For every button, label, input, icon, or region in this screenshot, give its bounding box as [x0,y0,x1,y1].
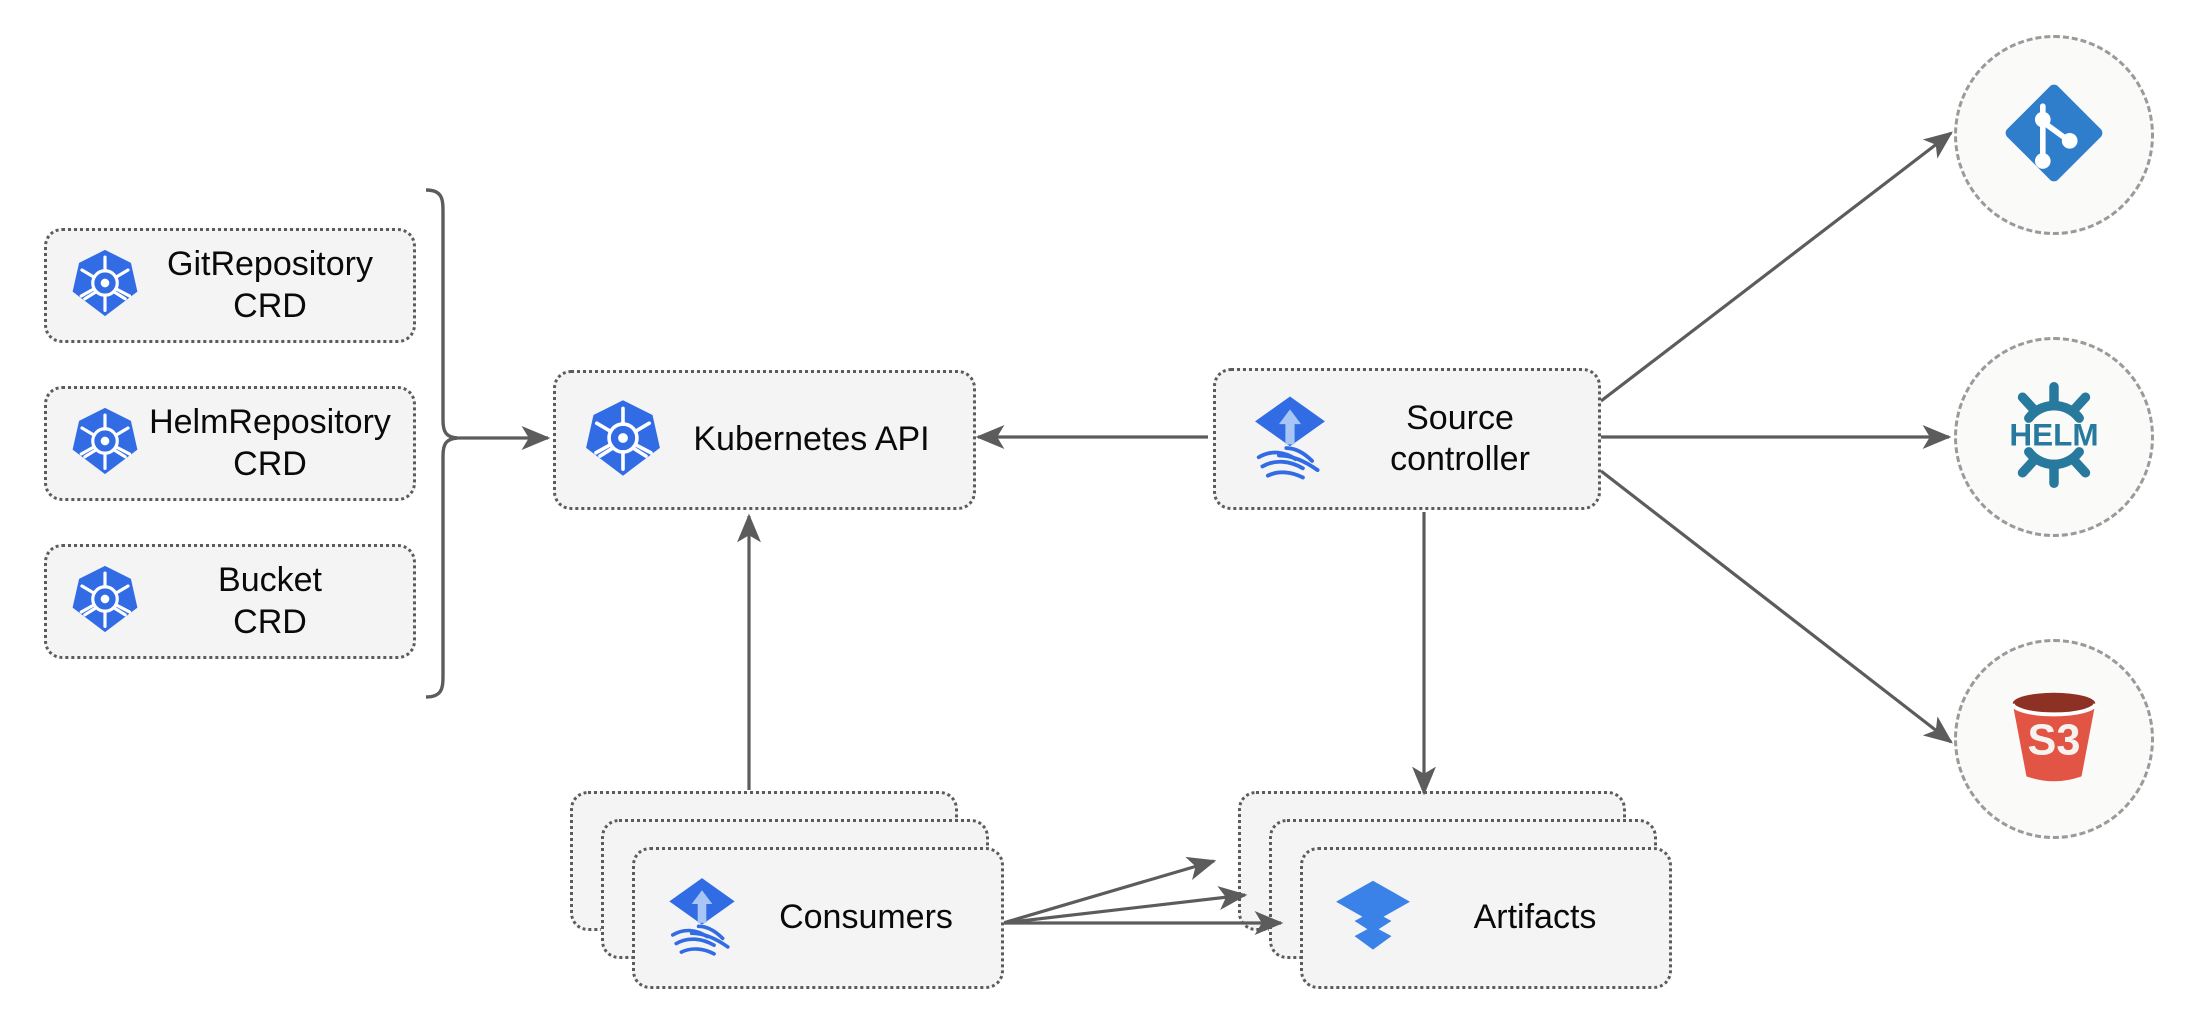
helm-icon: HELM [1991,372,2117,503]
crd-box-helmrepository[interactable]: HelmRepository CRD [44,386,416,501]
consumers-label: Consumers [779,898,953,937]
s3-bucket-icon: S3 [1995,678,2113,801]
s3-wordmark: S3 [2028,716,2081,764]
kubernetes-api-label: Kubernetes API [693,420,930,459]
source-controller-box[interactable]: Source controller [1213,368,1601,510]
edge-consumers-to-artifacts-2 [1002,886,1248,925]
crd-label: GitRepository CRD [167,245,373,325]
kubernetes-icon [69,563,141,640]
artifacts-label: Artifacts [1473,898,1597,937]
edge-consumers-to-artifacts-1 [1002,856,1217,925]
kubernetes-icon [69,247,141,324]
flux-icon [1244,391,1336,488]
flux-icon [659,873,745,964]
artifacts-box[interactable]: Artifacts [1300,847,1672,989]
crd-grouping-bracket [425,188,458,699]
crd-box-gitrepository[interactable]: GitRepository CRD [44,228,416,343]
helm-wordmark: HELM [2009,416,2098,452]
kubernetes-icon [582,397,664,484]
helm-backend-circle[interactable]: HELM [1954,337,2154,537]
crd-label: Bucket CRD [218,561,322,641]
s3-backend-circle[interactable]: S3 [1954,639,2154,839]
edge-source-controller-to-git [1600,131,1953,403]
kubernetes-api-box[interactable]: Kubernetes API [553,370,976,510]
crd-box-bucket[interactable]: Bucket CRD [44,544,416,659]
consumers-box[interactable]: Consumers [632,847,1004,989]
crd-label: HelmRepository CRD [149,403,391,483]
git-backend-circle[interactable] [1954,35,2154,235]
source-controller-label: Source controller [1390,398,1530,478]
edge-source-controller-to-s3 [1600,469,1953,744]
git-icon [1998,77,2110,194]
kubernetes-icon [69,405,141,482]
layers-icon [1331,874,1415,963]
